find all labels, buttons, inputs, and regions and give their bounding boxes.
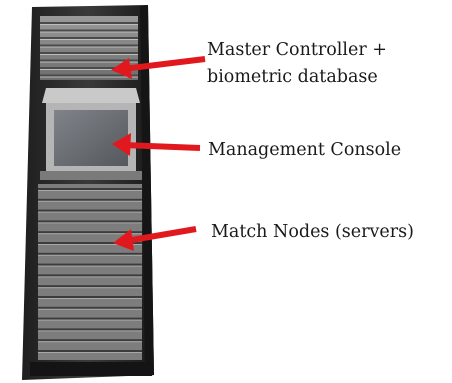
rack-slot-line [38, 188, 142, 190]
rack-slot-highlight [40, 24, 138, 25]
rack-slot-line [40, 67, 138, 69]
rack-slot-highlight [40, 31, 138, 33]
management-console [40, 88, 142, 180]
match-node-units [38, 184, 142, 360]
rack-slot-highlight [38, 200, 142, 202]
rack-slot-highlight [38, 276, 142, 278]
rack-slot-line [38, 317, 142, 320]
rack-slot-line [40, 37, 138, 39]
rack-slot-line [38, 231, 142, 234]
rack-slot-highlight [38, 330, 142, 332]
rack-slot-highlight [38, 341, 142, 343]
rack-slot-highlight [38, 308, 142, 310]
rack-slot-highlight [38, 222, 142, 224]
rack-slot-highlight [38, 352, 142, 353]
rack-slot-line [40, 29, 138, 32]
rack-slot-line [38, 252, 142, 255]
rack-slot-highlight [40, 54, 138, 55]
rack-slot-line [40, 44, 138, 47]
rack-slot-highlight [40, 69, 138, 70]
rack-slot-highlight [38, 319, 142, 321]
rack-slot-highlight [38, 244, 142, 245]
rack-slot-highlight [38, 298, 142, 299]
rack-slot-line [40, 52, 138, 54]
rack-side [140, 5, 154, 376]
rack-slot-line [38, 209, 142, 212]
management-console-label: Management Console [208, 140, 402, 160]
rack-slot-line [38, 285, 142, 288]
match-nodes-label: Match Nodes (servers) [211, 222, 414, 242]
rack-slot-line [38, 339, 142, 342]
rack-slot-line [38, 198, 142, 201]
rack-slot-highlight [38, 254, 142, 256]
rack-slot-line [38, 328, 142, 331]
master-controller-label-line2: biometric database [207, 67, 378, 87]
rack-slot-line [38, 350, 142, 352]
rack-slot-line [38, 220, 142, 223]
rack-slot-line [38, 263, 142, 266]
rack-slot-highlight [38, 265, 142, 267]
master-controller-label: Master Controller + biometric database [207, 37, 387, 91]
rack-slot-highlight [38, 287, 142, 289]
rack-slot-line [38, 306, 142, 309]
rack-slot-highlight [38, 211, 142, 213]
rack-slot-highlight [40, 61, 138, 63]
rack-slot-highlight [40, 76, 138, 78]
left-arrow-icon [111, 56, 206, 79]
rack-slot-highlight [40, 46, 138, 48]
master-controller-label-line1: Master Controller + [207, 40, 387, 60]
rack-slot-highlight [38, 233, 142, 235]
rack-base [30, 362, 152, 376]
left-arrow-icon [113, 226, 197, 251]
rack-slot-line [38, 274, 142, 277]
left-arrow-icon [112, 133, 201, 156]
rack-slot-line [40, 74, 138, 77]
rack-slot-line [38, 296, 142, 298]
rack-slot-line [40, 22, 138, 24]
rack-slot-highlight [40, 39, 138, 40]
rack-slot-line [40, 59, 138, 62]
rack-slot-line [38, 242, 142, 244]
rack-slot-highlight [38, 190, 142, 191]
